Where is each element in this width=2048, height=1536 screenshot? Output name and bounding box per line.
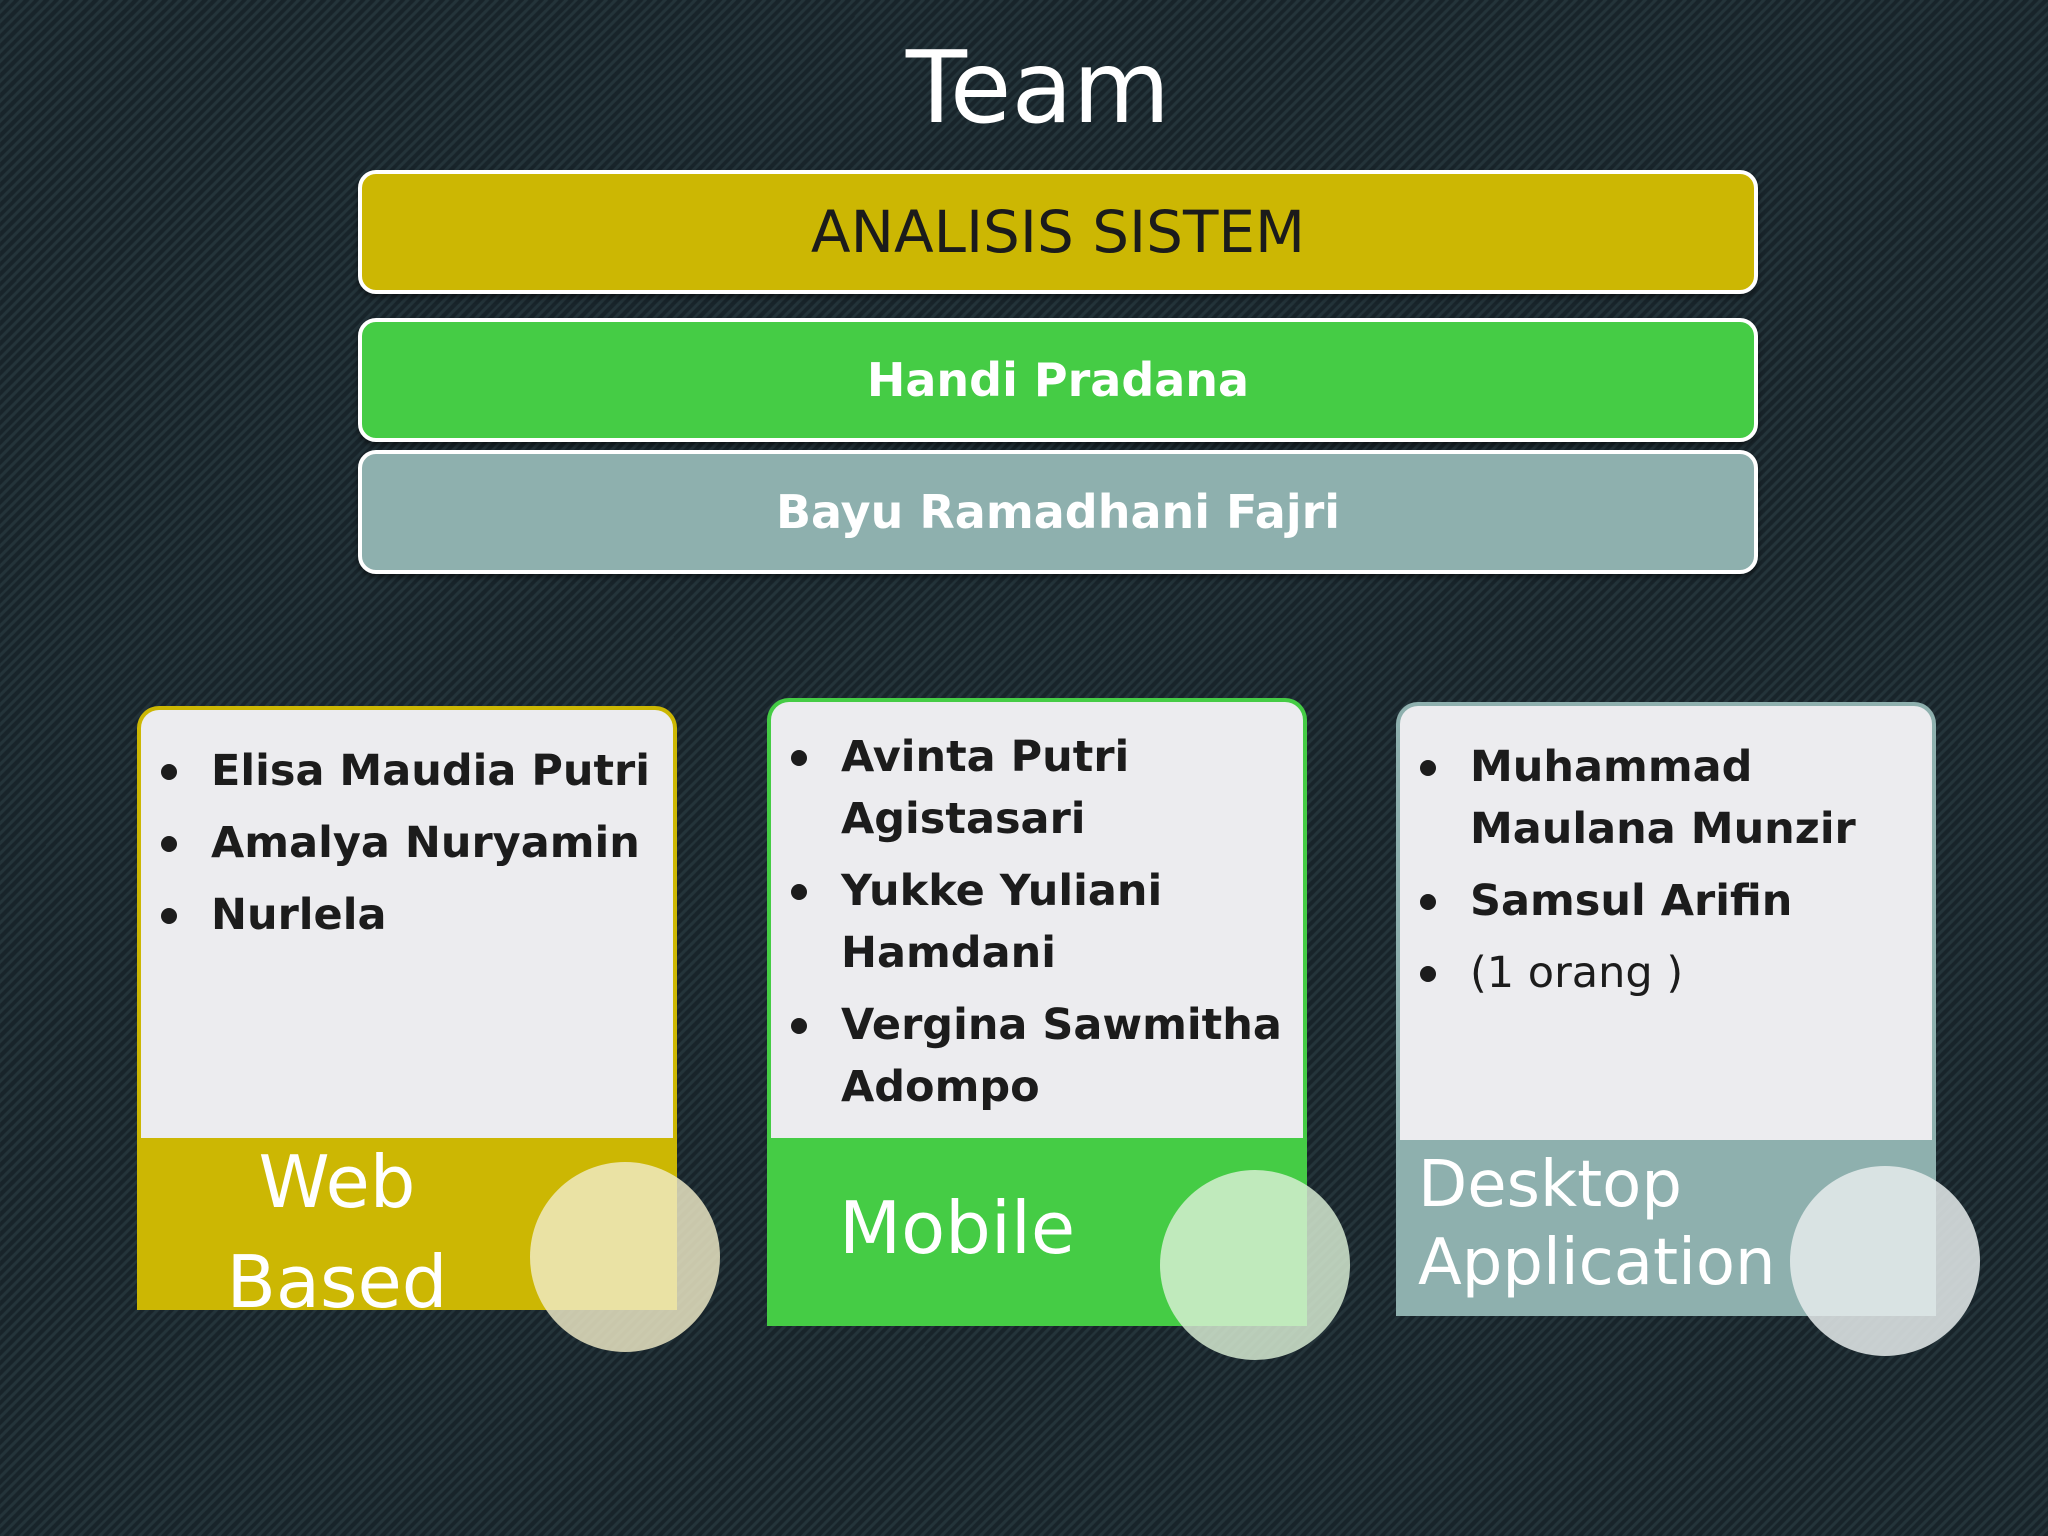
- web-member-list: Elisa Maudia Putri Amalya Nuryamin Nurle…: [161, 740, 663, 956]
- mobile-label: Mobile: [839, 1186, 1076, 1270]
- mobile-member-list: Avinta Putri Agistasari Yukke Yuliani Ha…: [791, 726, 1293, 1128]
- web-member-item: Amalya Nuryamin: [161, 812, 663, 874]
- web-member-item: Nurlela: [161, 884, 663, 946]
- desktop-member-item: Samsul Arifin: [1420, 870, 1922, 932]
- desktop-member-item: Muhammad Maulana Munzir: [1420, 736, 1922, 860]
- mobile-member-item: Vergina Sawmitha Adompo: [791, 994, 1293, 1118]
- lead-bayu-label: Bayu Ramadhani Fajri: [775, 485, 1341, 539]
- web-based-card: Elisa Maudia Putri Amalya Nuryamin Nurle…: [137, 706, 677, 1324]
- lead-handi-label: Handi Pradana: [866, 353, 1250, 407]
- lead-bayu-bar: Bayu Ramadhani Fajri: [358, 450, 1758, 574]
- web-decorative-circle: [530, 1162, 720, 1352]
- web-member-item: Elisa Maudia Putri: [161, 740, 663, 802]
- mobile-decorative-circle: [1160, 1170, 1350, 1360]
- mobile-member-item: Avinta Putri Agistasari: [791, 726, 1293, 850]
- mobile-member-item: Yukke Yuliani Hamdani: [791, 860, 1293, 984]
- desktop-label-line1: Desktop: [1418, 1148, 1682, 1222]
- mobile-card: Avinta Putri Agistasari Yukke Yuliani Ha…: [767, 698, 1307, 1326]
- slide-title: Team: [905, 29, 1171, 146]
- web-based-label: Web Based: [207, 1132, 467, 1332]
- desktop-decorative-circle: [1790, 1166, 1980, 1356]
- desktop-label-line2: Application: [1418, 1226, 1776, 1300]
- desktop-member-item: (1 orang ): [1420, 942, 1922, 1004]
- desktop-member-list: Muhammad Maulana Munzir Samsul Arifin (1…: [1420, 736, 1922, 1014]
- lead-handi-bar: Handi Pradana: [358, 318, 1758, 442]
- analisis-sistem-bar: ANALISIS SISTEM: [358, 170, 1758, 294]
- web-label-line2: Based: [226, 1240, 448, 1324]
- web-label-line1: Web: [258, 1140, 416, 1224]
- analisis-sistem-label: ANALISIS SISTEM: [810, 198, 1306, 266]
- desktop-application-label: Desktop Application: [1418, 1146, 1776, 1302]
